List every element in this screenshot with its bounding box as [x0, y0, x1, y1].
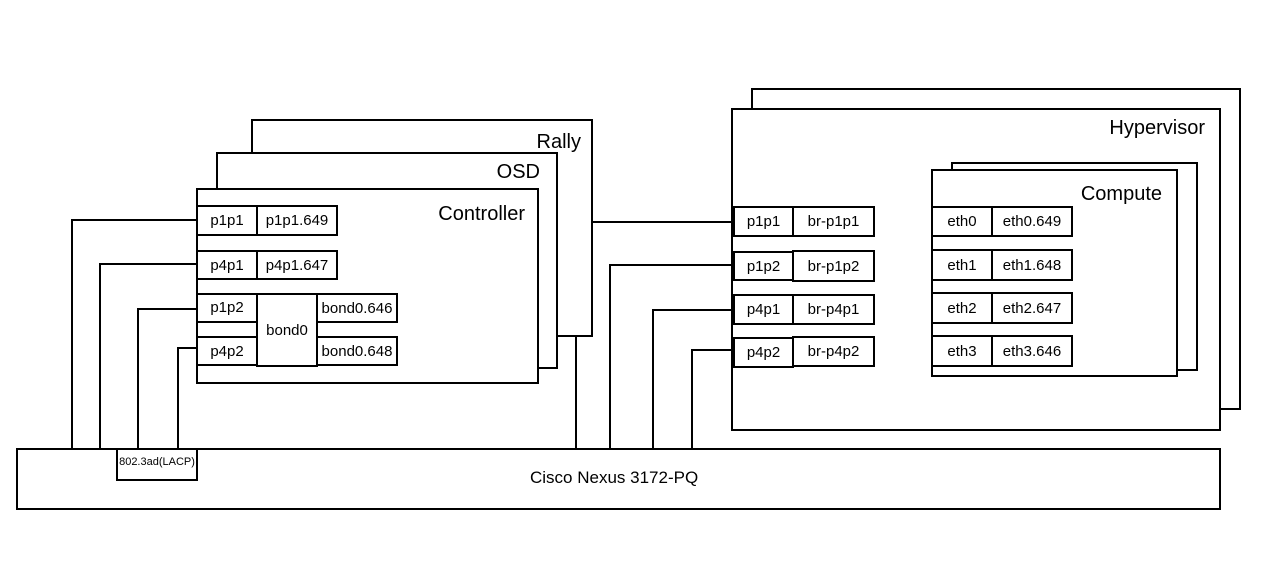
controller-bond-member-p1p2[interactable]: p1p2 — [196, 293, 258, 323]
compute-nic-eth3[interactable]: eth3 — [931, 335, 993, 367]
compute-nic-eth2[interactable]: eth2 — [931, 292, 993, 324]
hypervisor-iface-p4p1[interactable]: p4p1 — [733, 294, 794, 325]
controller-vlan-p1p1-649[interactable]: p1p1.649 — [256, 205, 338, 236]
compute-vlan-eth0-649[interactable]: eth0.649 — [991, 206, 1073, 237]
compute-nic-eth1[interactable]: eth1 — [931, 249, 993, 281]
hypervisor-iface-p4p2[interactable]: p4p2 — [733, 337, 794, 368]
hypervisor-iface-p1p1[interactable]: p1p1 — [733, 206, 794, 237]
controller-vlan-p4p1-647[interactable]: p4p1.647 — [256, 250, 338, 280]
wire-hv-p1p2 — [609, 264, 733, 449]
wire-hv-p4p1 — [652, 309, 733, 449]
wire-controller-p1p1 — [71, 219, 198, 449]
compute-nic-eth0[interactable]: eth0 — [931, 206, 993, 237]
controller-iface-p4p1[interactable]: p4p1 — [196, 250, 258, 280]
wire-hv-p4p2 — [691, 349, 733, 449]
controller-label: Controller — [438, 203, 525, 225]
hypervisor-bridge-br-p4p2[interactable]: br-p4p2 — [792, 336, 875, 367]
controller-bond0[interactable]: bond0 — [256, 293, 318, 367]
wire-controller-p1p2 — [137, 308, 198, 449]
hypervisor-label: Hypervisor — [1109, 117, 1205, 139]
controller-vlan-bond0-646[interactable]: bond0.646 — [316, 293, 398, 323]
compute-label: Compute — [1080, 183, 1162, 205]
switch-node[interactable]: Cisco Nexus 3172-PQ — [16, 448, 1221, 510]
hypervisor-bridge-br-p4p1[interactable]: br-p4p1 — [792, 294, 875, 325]
compute-vlan-eth1-648[interactable]: eth1.648 — [991, 249, 1073, 281]
controller-iface-p1p1[interactable]: p1p1 — [196, 205, 258, 236]
wire-controller-p4p1 — [99, 263, 198, 449]
switch-label: Cisco Nexus 3172-PQ — [530, 468, 699, 487]
compute-vlan-eth3-646[interactable]: eth3.646 — [991, 335, 1073, 367]
compute-vlan-eth2-647[interactable]: eth2.647 — [991, 292, 1073, 324]
controller-vlan-bond0-648[interactable]: bond0.648 — [316, 336, 398, 366]
hypervisor-bridge-br-p1p2[interactable]: br-p1p2 — [792, 250, 875, 282]
osd-label: OSD — [496, 161, 540, 183]
hypervisor-bridge-br-p1p1[interactable]: br-p1p1 — [792, 206, 875, 237]
wire-controller-p4p2 — [177, 347, 198, 449]
rally-label: Rally — [536, 131, 581, 153]
controller-bond-member-p4p2[interactable]: p4p2 — [196, 336, 258, 366]
hypervisor-iface-p1p2[interactable]: p1p2 — [733, 251, 794, 281]
lacp-group[interactable]: 802.3ad(LACP) — [116, 448, 198, 481]
